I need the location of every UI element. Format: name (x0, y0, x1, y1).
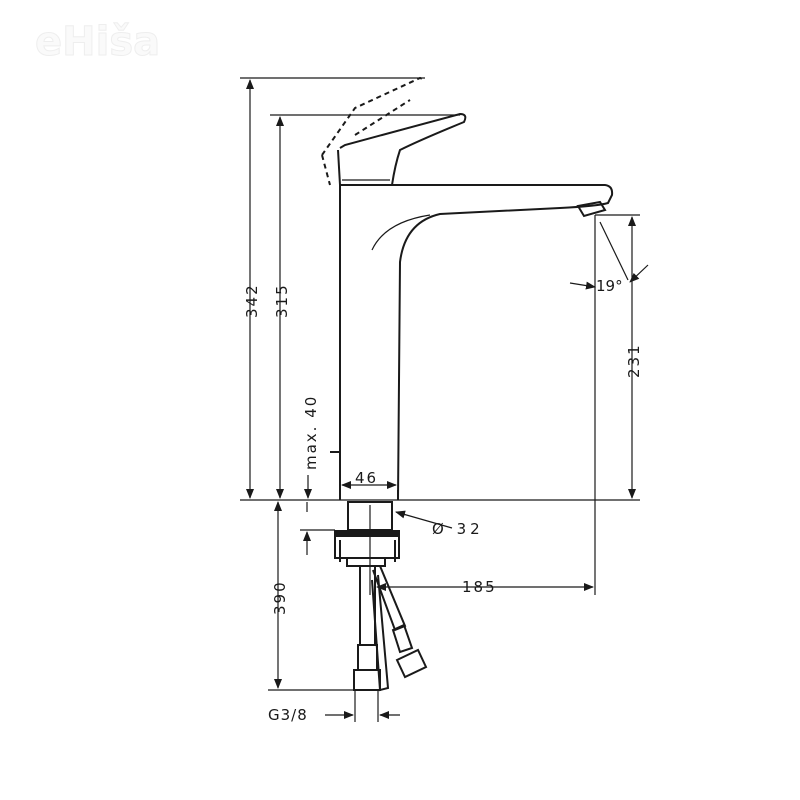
lever-handle (321, 76, 467, 186)
label-185: 185 (462, 578, 497, 596)
aerator (576, 200, 607, 218)
label-390: 390 (271, 580, 289, 615)
dim-32-leader (395, 510, 453, 529)
label-g38: G3/8 (268, 706, 308, 724)
label-dia-32: Ø 32 (432, 520, 484, 538)
extension-lines (240, 77, 640, 722)
label-19-deg: 19° (596, 277, 623, 295)
faucet-body (330, 184, 614, 501)
label-342: 342 (243, 283, 261, 318)
watermark-logo: eHiša (35, 19, 160, 65)
mounting-shank (334, 501, 400, 595)
dimension-lines (246, 79, 649, 719)
label-max40: max. 40 (302, 395, 320, 470)
dimension-labels: 342 315 231 19° max. 40 46 Ø 32 185 390 … (243, 277, 643, 724)
label-315: 315 (273, 283, 291, 318)
label-231: 231 (625, 343, 643, 378)
supply-hoses (353, 565, 428, 692)
label-46: 46 (355, 469, 378, 487)
